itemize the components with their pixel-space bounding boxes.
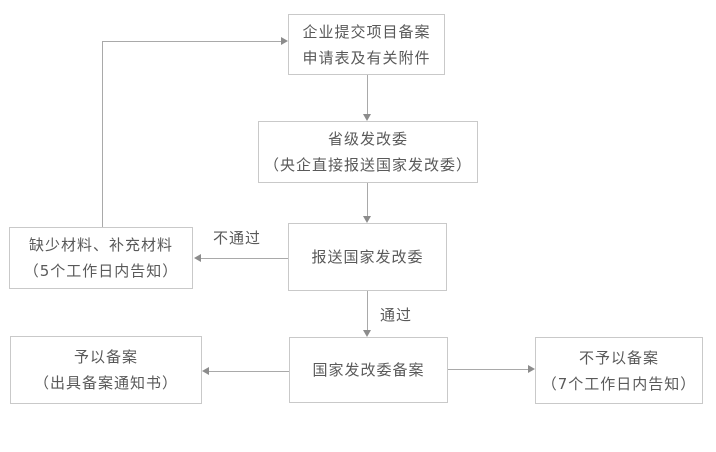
arrow-right-icon — [281, 37, 288, 45]
flow-box-national-ndrc-filing-line1: 国家发改委备案 — [312, 361, 425, 379]
flow-box-rejected-filing-line1: 不予以备案 — [578, 348, 659, 367]
flow-box-approved-filing: 予以备案 （出具备案通知书） — [10, 336, 202, 404]
flow-box-report-national-ndrc-line1: 报送国家发改委 — [311, 248, 424, 266]
flow-box-submit-application-line2: 申请表及有关附件 — [302, 48, 431, 67]
edge-label-fail: 不通过 — [213, 229, 262, 247]
flow-box-approved-filing-line2: （出具备案通知书） — [33, 374, 178, 392]
flow-box-submit-application-line1: 企业提交项目备案 — [302, 22, 431, 41]
connector-filing-to-rejected-line — [448, 369, 529, 370]
flow-box-missing-materials-line2: （5个工作日内告知） — [23, 262, 179, 280]
flow-box-national-ndrc-filing: 国家发改委备案 — [289, 337, 448, 403]
arrow-down-icon — [363, 114, 371, 121]
flow-box-rejected-filing-line2: （7个工作日内告知） — [541, 374, 697, 393]
arrow-left-icon — [202, 367, 209, 375]
flow-box-provincial-ndrc-line1: 省级发改委 — [327, 130, 408, 148]
connector-missing-to-submit-horizontal-line — [102, 41, 282, 42]
connector-submit-to-provincial-line — [367, 75, 368, 116]
flow-box-approved-filing-line1: 予以备案 — [73, 348, 138, 366]
arrow-down-icon — [363, 216, 371, 223]
connector-filing-to-approved-line — [209, 371, 289, 372]
flow-box-missing-materials: 缺少材料、补充材料 （5个工作日内告知） — [9, 227, 193, 289]
connector-report-to-filing-line — [367, 291, 368, 331]
flow-box-report-national-ndrc: 报送国家发改委 — [288, 223, 447, 291]
flow-box-missing-materials-line1: 缺少材料、补充材料 — [28, 236, 173, 254]
connector-provincial-to-report-line — [367, 183, 368, 217]
flow-box-provincial-ndrc-line2: （央企直接报送国家发改委） — [263, 156, 472, 174]
connector-missing-to-submit-vertical-line — [102, 41, 103, 227]
flow-box-submit-application: 企业提交项目备案 申请表及有关附件 — [288, 14, 445, 75]
flow-box-provincial-ndrc: 省级发改委 （央企直接报送国家发改委） — [258, 121, 478, 183]
edge-label-pass: 通过 — [380, 306, 413, 324]
arrow-down-icon — [363, 330, 371, 337]
arrow-right-icon — [528, 365, 535, 373]
flow-box-rejected-filing: 不予以备案 （7个工作日内告知） — [535, 337, 703, 404]
arrow-left-icon — [194, 254, 201, 262]
connector-report-to-missing-line — [201, 258, 288, 259]
